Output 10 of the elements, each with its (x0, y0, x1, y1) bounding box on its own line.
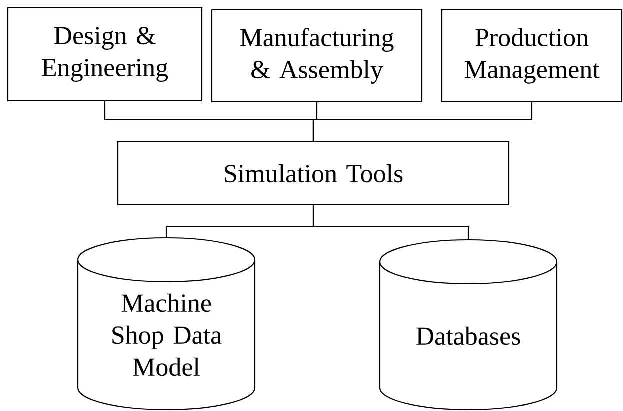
connector-line (312, 206, 470, 240)
process-box: Production Management (441, 9, 623, 103)
cylinder: Machine Shop Data Model (77, 237, 256, 411)
cylinder: Databases (379, 239, 558, 411)
process-box: Manufacturing & Assembly (211, 9, 423, 103)
node-label: Databases (416, 326, 520, 346)
process-box: Simulation Tools (117, 141, 510, 206)
connector-line (312, 102, 533, 142)
process-box: Design & Engineering (7, 7, 203, 102)
node-label: Machine Shop Data Model (112, 294, 222, 376)
